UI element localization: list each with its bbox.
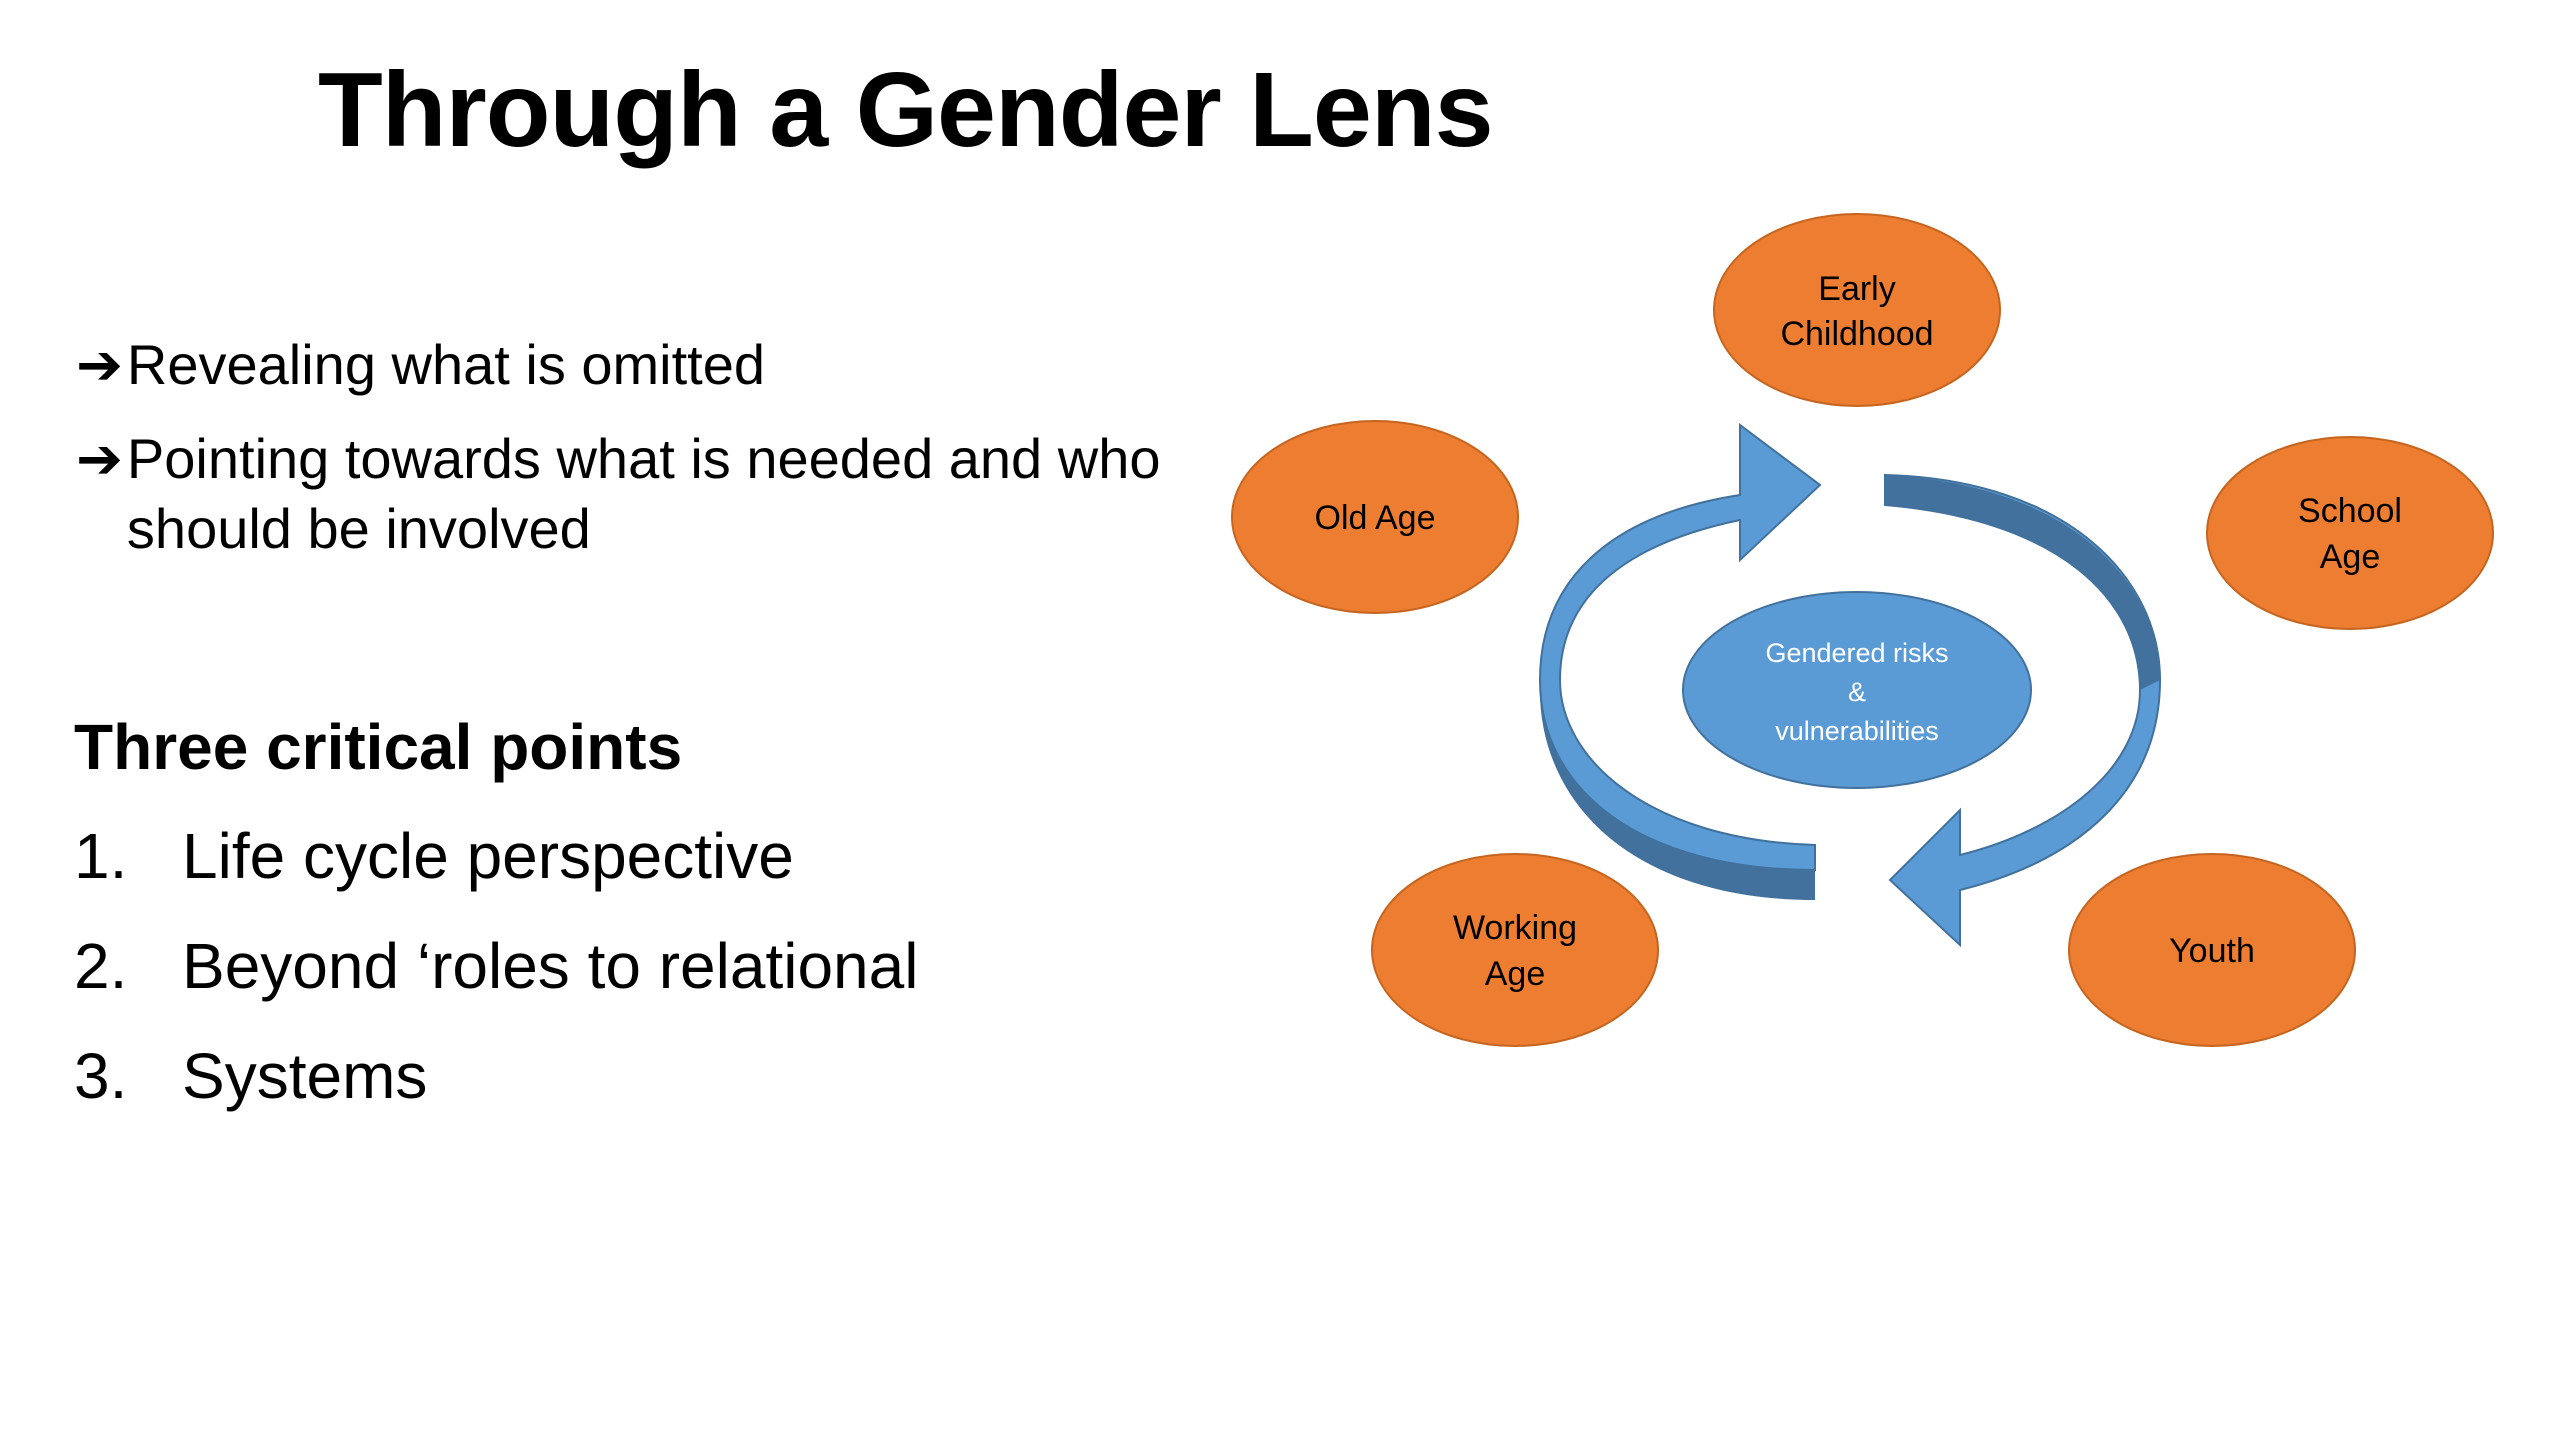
center-label-line2: & bbox=[1848, 677, 1866, 707]
node-school-age bbox=[2206, 436, 2494, 630]
bullet-item: ➔ Pointing towards what is needed and wh… bbox=[76, 424, 1176, 564]
bullet-text: Pointing towards what is needed and who … bbox=[126, 427, 1161, 560]
numbered-list: 1. Life cycle perspective 2. Beyond ‘rol… bbox=[74, 818, 918, 1148]
center-node bbox=[1682, 591, 2032, 789]
bullet-text: Revealing what is omitted bbox=[126, 333, 766, 396]
list-number: 3. bbox=[74, 1040, 128, 1112]
slide-title: Through a Gender Lens bbox=[318, 51, 1494, 169]
cycle-arrow-right-shade bbox=[1885, 475, 2160, 690]
center-label-line3: vulnerabilities bbox=[1775, 716, 1939, 746]
node-old-age-label: Old Age bbox=[1315, 499, 1436, 537]
right-arrow-icon: ➔ bbox=[76, 333, 123, 396]
list-number: 1. bbox=[74, 820, 128, 892]
node-early-childhood-label-line1: Early bbox=[1818, 270, 1895, 308]
node-school-age-label-line2: Age bbox=[2320, 538, 2381, 576]
list-item: 1. Life cycle perspective bbox=[74, 818, 918, 894]
list-text: Beyond ‘roles to relational bbox=[182, 930, 919, 1002]
node-youth bbox=[2068, 853, 2356, 1047]
bullet-item: ➔ Revealing what is omitted bbox=[76, 330, 1176, 400]
center-label-line1: Gendered risks bbox=[1765, 638, 1948, 668]
right-arrow-icon: ➔ bbox=[76, 427, 123, 490]
list-item: 3. Systems bbox=[74, 1038, 918, 1114]
node-working-age-label-line2: Age bbox=[1485, 955, 1546, 993]
list-text: Life cycle perspective bbox=[182, 820, 794, 892]
list-text: Systems bbox=[182, 1040, 428, 1112]
node-working-age-label-line1: Working bbox=[1453, 909, 1577, 947]
bullet-list: ➔ Revealing what is omitted ➔ Pointing t… bbox=[76, 330, 1176, 588]
node-early-childhood-label-line2: Childhood bbox=[1780, 315, 1933, 353]
node-school-age-label-line1: School bbox=[2298, 492, 2402, 530]
node-early-childhood bbox=[1713, 213, 2001, 407]
node-old-age bbox=[1231, 420, 1519, 614]
list-item: 2. Beyond ‘roles to relational bbox=[74, 928, 918, 1004]
node-youth-label: Youth bbox=[2169, 932, 2255, 970]
list-number: 2. bbox=[74, 930, 128, 1002]
cycle-arrow-left-shade bbox=[1539, 680, 1815, 900]
node-working-age bbox=[1371, 853, 1659, 1047]
section-heading: Three critical points bbox=[74, 711, 683, 783]
